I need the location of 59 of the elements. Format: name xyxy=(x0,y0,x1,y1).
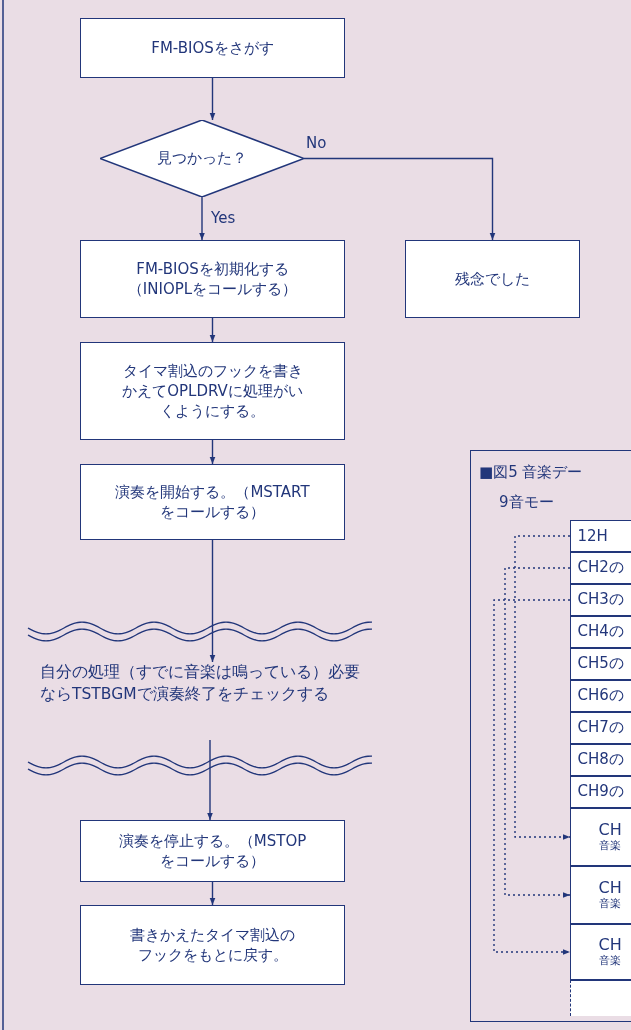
cell-text: 音楽 xyxy=(598,896,622,912)
cell-text: CH8の xyxy=(577,750,625,769)
box-text: FM-BIOSを初期化する（INIOPLをコールする） xyxy=(126,258,299,300)
cell-text: CH3の xyxy=(577,590,625,609)
arrow xyxy=(209,881,216,906)
cell-text: CH2の xyxy=(577,558,625,577)
cell-text: CH6の xyxy=(577,686,625,705)
box-text: FM-BIOSをさがす xyxy=(150,37,275,59)
figure-title: ■図5 音楽デー xyxy=(479,463,583,482)
cell-text: CH xyxy=(598,819,623,839)
arrow xyxy=(209,317,216,343)
cell-text: 12H xyxy=(577,526,609,545)
arrow xyxy=(207,739,213,821)
process-box xyxy=(405,240,580,318)
table-cell xyxy=(569,711,631,744)
table-cell xyxy=(569,979,631,1016)
table-cell xyxy=(569,923,631,980)
box-text: 残念でした xyxy=(454,268,531,290)
process-box xyxy=(80,905,345,985)
process-box xyxy=(80,342,345,440)
box-text: タイマ割込のフックを書きかえてOPLDRVに処理がいくようにする。 xyxy=(121,360,304,422)
cell-text: 音楽 xyxy=(598,838,622,854)
cell-text: 音楽 xyxy=(598,953,622,969)
box-text: 演奏を停止する。（MSTOPをコールする） xyxy=(117,830,308,872)
box-text: 書きかえたタイマ割込のフックをもとに戻す。 xyxy=(129,924,296,966)
process-box xyxy=(80,820,345,882)
decision-text: 見つかった？ xyxy=(157,149,247,168)
figure-panel xyxy=(470,450,631,1022)
figure-subtitle: 9音モー xyxy=(499,493,554,512)
cell-text: CH xyxy=(598,877,623,897)
decision-diamond xyxy=(100,120,304,197)
cell-text: CH7の xyxy=(577,718,625,737)
arrow xyxy=(209,77,216,121)
dotted-arrow xyxy=(504,567,571,898)
process-box xyxy=(80,464,345,540)
table-cell xyxy=(569,679,631,712)
table-cell xyxy=(569,551,631,584)
cell-text: CH4の xyxy=(577,622,625,641)
process-box xyxy=(80,18,345,78)
dotted-arrow xyxy=(514,535,571,840)
table-cell xyxy=(569,865,631,924)
cell-text: CH9の xyxy=(577,782,625,801)
cell-text: CH xyxy=(598,934,623,954)
table-cell xyxy=(569,583,631,616)
table-cell xyxy=(569,615,631,648)
dotted-arrow xyxy=(493,599,571,955)
cell-text: CH5の xyxy=(577,654,625,673)
table-cell xyxy=(569,647,631,680)
table-cell xyxy=(569,807,631,866)
box-text: 演奏を開始する。（MSTARTをコールする） xyxy=(114,481,311,523)
process-box xyxy=(80,240,345,318)
arrow xyxy=(209,439,216,465)
arrow xyxy=(199,196,205,241)
table-cell xyxy=(569,743,631,776)
note-text: 自分の処理（すでに音楽は鳴っている）必要ならTSTBGMで演奏終了をチェックする xyxy=(40,662,380,740)
table-cell xyxy=(569,519,631,552)
arrow xyxy=(209,539,216,663)
table-cell xyxy=(569,775,631,808)
arrow xyxy=(303,157,496,241)
